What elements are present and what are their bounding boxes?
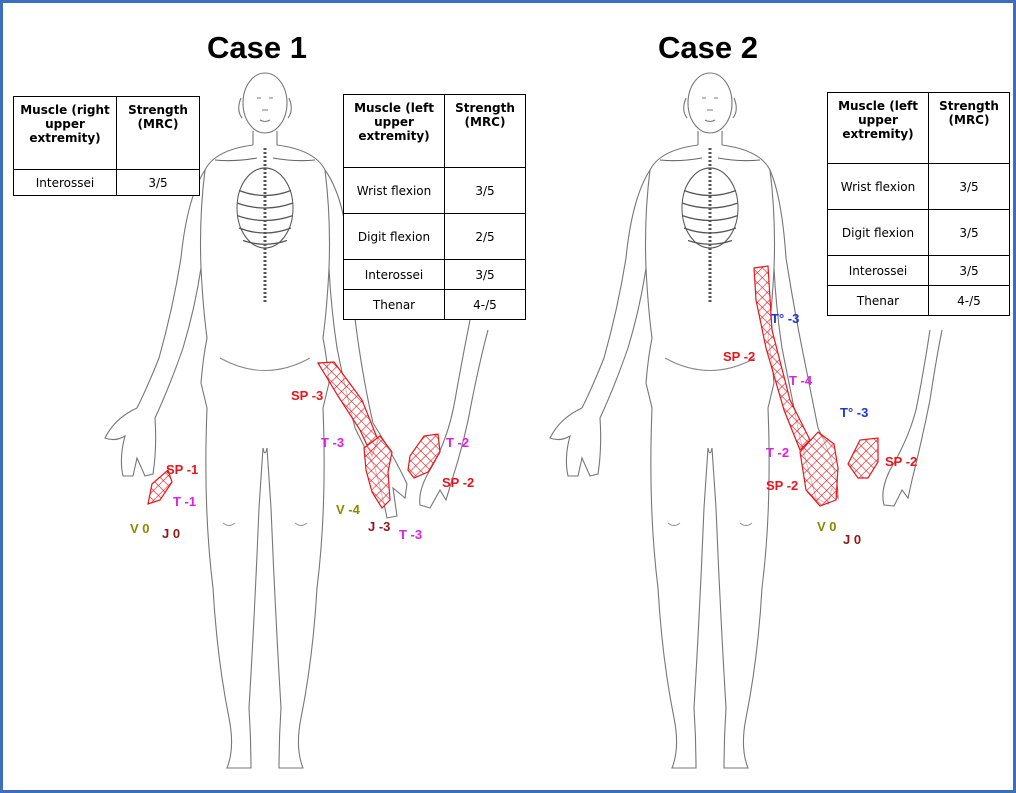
case1-label-sp-1: SP -1	[166, 462, 198, 477]
case1-right-table: Muscle (right upper extremity) Strength …	[13, 96, 200, 196]
case2-label-t-4: T -4	[789, 373, 813, 388]
case1-label-t-2: T -2	[446, 435, 469, 450]
case1-label-v0: V 0	[130, 521, 150, 536]
case2-label-sp-2c: SP -2	[885, 454, 917, 469]
table-cell: Thenar	[344, 290, 445, 320]
case1-label-j-3: J -3	[368, 519, 390, 534]
table-cell: 3/5	[445, 260, 526, 290]
case2-label-sp-2a: SP -2	[723, 349, 755, 364]
case1-label-sp-3: SP -3	[291, 388, 323, 403]
table-header: Strength (MRC)	[445, 95, 526, 168]
case2-label-sp-2b: SP -2	[766, 478, 798, 493]
case2-label-j0: J 0	[843, 532, 861, 547]
table-header: Muscle (right upper extremity)	[14, 97, 117, 170]
table-header: Muscle (left upper extremity)	[828, 93, 929, 164]
table-header: Muscle (left upper extremity)	[344, 95, 445, 168]
table-cell: 4-/5	[929, 286, 1010, 316]
case2-label-tdeg-3b: T° -3	[840, 405, 868, 420]
table-cell: Wrist flexion	[344, 168, 445, 214]
table-cell: 4-/5	[445, 290, 526, 320]
case1-left-table: Muscle (left upper extremity) Strength (…	[343, 94, 526, 320]
table-cell: Wrist flexion	[828, 164, 929, 210]
case1-region-other-hand	[408, 434, 440, 478]
table-header: Strength (MRC)	[929, 93, 1010, 164]
table-cell: 2/5	[445, 214, 526, 260]
table-cell: 3/5	[929, 256, 1010, 286]
table-header: Strength (MRC)	[117, 97, 200, 170]
case2-label-t-2: T -2	[766, 445, 789, 460]
table-cell: 3/5	[929, 164, 1010, 210]
table-cell: Interossei	[344, 260, 445, 290]
table-cell: 3/5	[929, 210, 1010, 256]
case1-label-t-3b: T -3	[399, 527, 422, 542]
table-cell: Thenar	[828, 286, 929, 316]
case1-label-v-4: V -4	[336, 502, 361, 517]
case1-label-t-3a: T -3	[321, 435, 344, 450]
table-cell: Digit flexion	[344, 214, 445, 260]
table-cell: Interossei	[828, 256, 929, 286]
case2-left-table: Muscle (left upper extremity) Strength (…	[827, 92, 1010, 316]
case1-label-j0: J 0	[162, 526, 180, 541]
case2-label-tdeg-3a: T° -3	[771, 311, 799, 326]
case1-label-sp-2: SP -2	[442, 475, 474, 490]
case1-region-hand	[364, 436, 392, 508]
case2-region-arm	[754, 266, 810, 450]
table-cell: Digit flexion	[828, 210, 929, 256]
case2-title: Case 2	[658, 30, 758, 66]
case1-label-t-1: T -1	[173, 494, 196, 509]
table-cell: Interossei	[14, 170, 117, 196]
table-cell: 3/5	[117, 170, 200, 196]
case2-region-other-hand	[848, 438, 878, 478]
case2-label-v0: V 0	[817, 519, 837, 534]
case1-title: Case 1	[207, 30, 307, 66]
table-cell: 3/5	[445, 168, 526, 214]
